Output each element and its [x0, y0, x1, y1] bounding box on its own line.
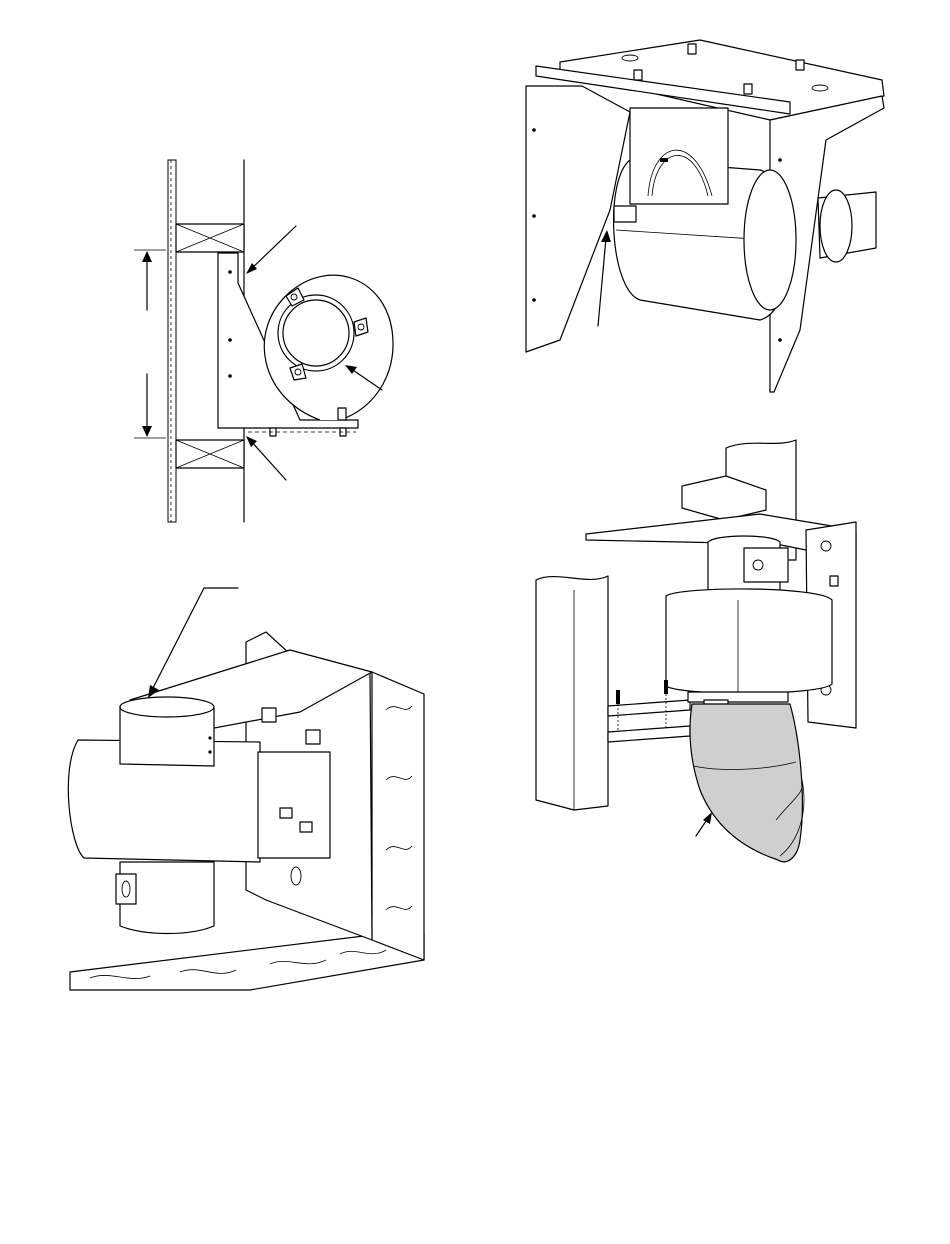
duct-clamp: [688, 692, 788, 702]
motor-box: [744, 548, 788, 582]
leader-arrow-duct: [696, 812, 712, 836]
blower-drum: [666, 589, 832, 693]
left-post: [536, 576, 608, 810]
flexible-duct: [690, 704, 802, 862]
